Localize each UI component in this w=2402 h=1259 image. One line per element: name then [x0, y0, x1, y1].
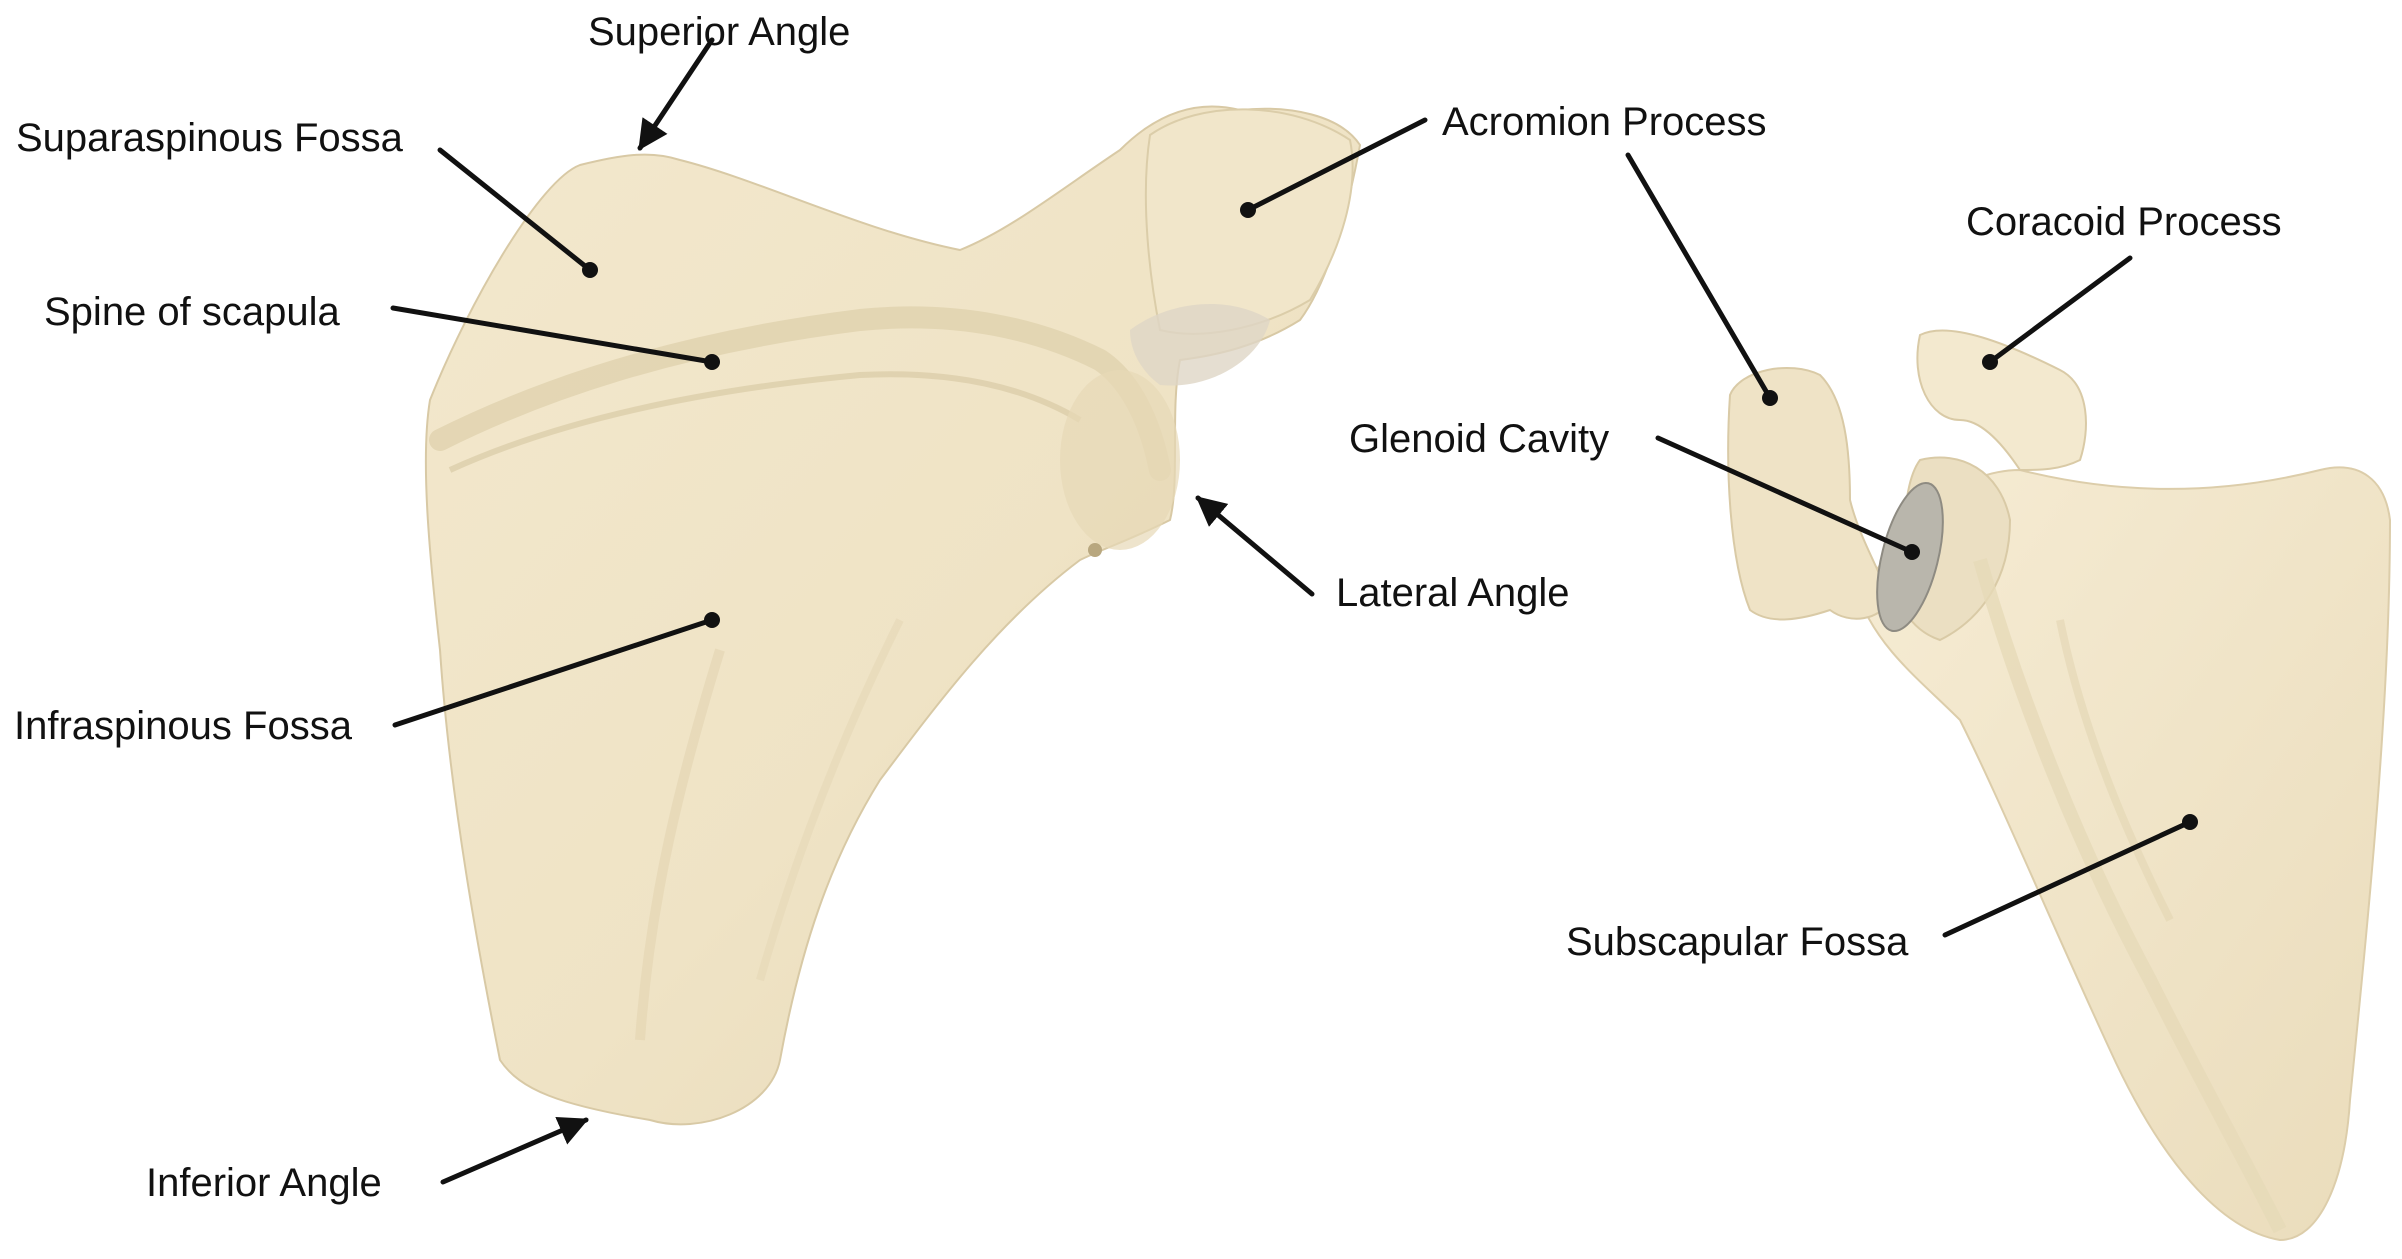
anterior-scapula — [1728, 330, 2390, 1240]
label-spine-of-scapula: Spine of scapula — [44, 292, 340, 332]
leader-coracoid-process — [1990, 258, 2130, 362]
dot-coracoid-process — [1982, 354, 1998, 370]
dot-glenoid-cavity — [1904, 544, 1920, 560]
posterior-scapula — [426, 106, 1360, 1124]
dot-subscapular-fossa — [2182, 814, 2198, 830]
label-subscapular-fossa: Subscapular Fossa — [1566, 922, 1908, 962]
anterior-acromion-shape — [1728, 368, 1890, 620]
leader-inferior-angle — [443, 1120, 586, 1182]
nutrient-foramen — [1088, 543, 1102, 557]
dot-infraspinous-fossa — [704, 612, 720, 628]
label-infraspinous-fossa: Infraspinous Fossa — [14, 706, 352, 746]
label-acromion-process: Acromion Process — [1442, 102, 1767, 142]
acromion-shape — [1146, 109, 1353, 333]
leader-lateral-angle — [1198, 498, 1312, 594]
dot-acromion-process-anterior — [1762, 390, 1778, 406]
dot-supraspinous-fossa — [582, 262, 598, 278]
label-supraspinous-fossa: Suparaspinous Fossa — [16, 118, 403, 158]
label-lateral-angle: Lateral Angle — [1336, 573, 1570, 613]
label-inferior-angle: Inferior Angle — [146, 1163, 382, 1203]
dot-spine-of-scapula — [704, 354, 720, 370]
lateral-region — [1060, 370, 1180, 550]
dot-acromion-process — [1240, 202, 1256, 218]
label-coracoid-process: Coracoid Process — [1966, 202, 2282, 242]
label-superior-angle: Superior Angle — [588, 12, 850, 52]
leader-acromion-process-anterior — [1628, 155, 1770, 398]
leader-superior-angle — [640, 40, 712, 148]
label-glenoid-cavity: Glenoid Cavity — [1349, 419, 1609, 459]
